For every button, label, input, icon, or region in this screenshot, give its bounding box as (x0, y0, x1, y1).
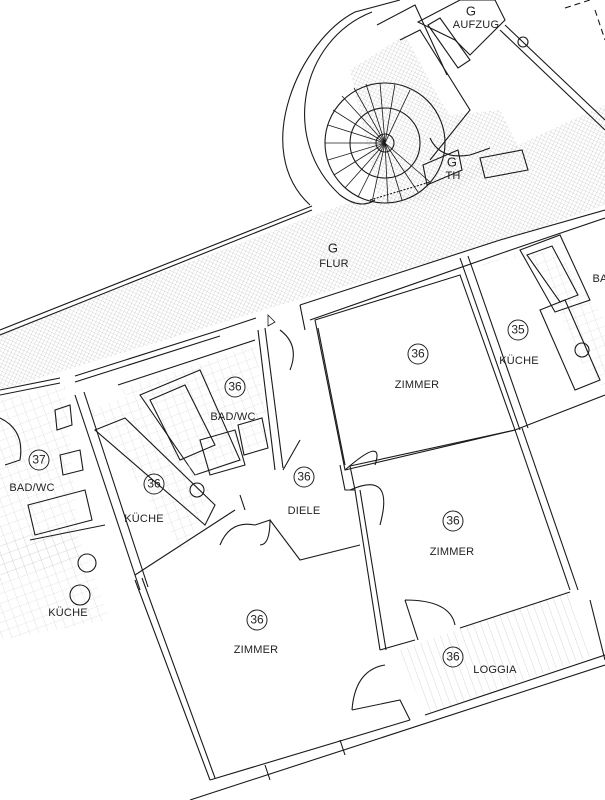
room-code: G (446, 154, 458, 170)
unit-number: 36 (293, 466, 315, 488)
room-name: ZIMMER (429, 546, 475, 558)
room-name: KÜCHE (48, 607, 88, 619)
unit-number: 36 (442, 646, 464, 668)
room-name: KÜCHE (499, 355, 539, 367)
loggia-area (400, 590, 595, 715)
room-name: BAD/WC (210, 411, 256, 423)
th-area (350, 35, 520, 205)
room-name: BAD/WC (9, 482, 55, 494)
unit-number: 36 (143, 473, 165, 495)
room-name: FLUR (319, 258, 349, 270)
unit-number: 36 (246, 609, 268, 631)
unit-number: 36 (224, 376, 246, 398)
stair-tower-wall (282, 0, 401, 206)
room-name: TH (445, 170, 461, 182)
spiral-stair-treads (325, 82, 431, 204)
room-code: G (465, 3, 477, 19)
room-name: ZIMMER (233, 644, 279, 656)
unit-number: 35 (507, 319, 529, 341)
unit-number: 36 (407, 343, 429, 365)
unit-number: 36 (442, 510, 464, 532)
room-name: AUFZUG (452, 19, 500, 31)
room-code: G (327, 240, 339, 256)
room-name: ZIMMER (394, 379, 440, 391)
room-name: BA (592, 273, 605, 285)
room-name: DIELE (287, 505, 321, 517)
room-name: LOGGIA (473, 664, 517, 676)
aufzug-shaft (416, 0, 506, 56)
column-icon (517, 36, 529, 48)
entrance-arrow-icon (267, 314, 276, 327)
unit-number: 37 (28, 449, 50, 471)
room-name: KÜCHE (124, 513, 164, 525)
